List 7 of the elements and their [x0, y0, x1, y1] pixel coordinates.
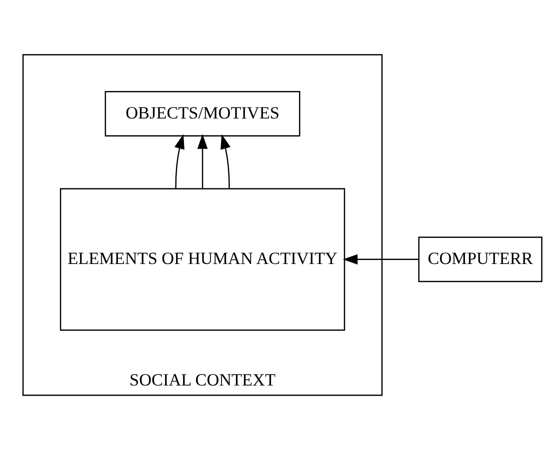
arrow — [220, 134, 231, 188]
node-box: COMPUTERR — [418, 236, 542, 282]
arrow — [342, 254, 419, 264]
node-box: ELEMENTS OF HUMAN ACTIVITY — [60, 188, 346, 330]
arrow — [197, 134, 208, 188]
node-box: OBJECTS/MOTIVES — [104, 90, 300, 136]
arrow — [174, 134, 184, 188]
